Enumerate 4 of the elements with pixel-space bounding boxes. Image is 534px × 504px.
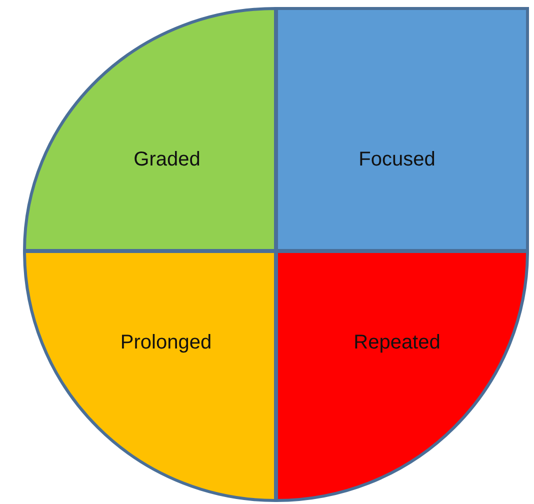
segment-label: Repeated [354,332,440,354]
segment-label: Focused [358,148,436,172]
segment-label: Prolonged [120,332,212,354]
segment-label: Graded [134,148,200,172]
